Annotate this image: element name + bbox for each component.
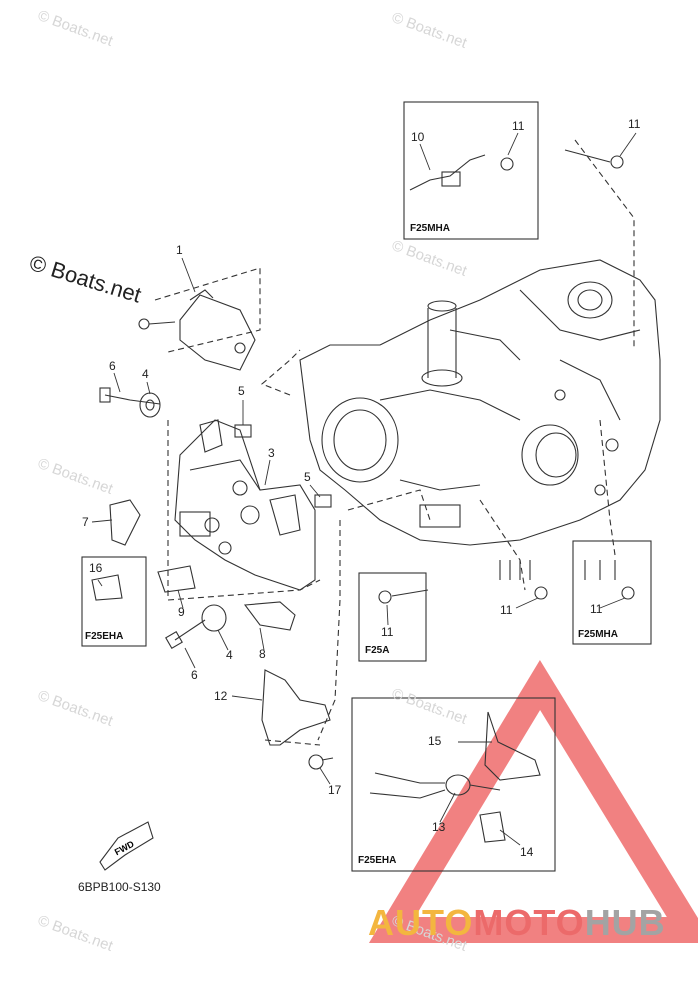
part-1-unit	[138, 289, 256, 371]
part-callout-7: 7	[82, 515, 89, 529]
part-8-clamp	[243, 601, 296, 631]
leader-lines	[91, 132, 637, 846]
part-callout-5: 5	[238, 384, 245, 398]
brand-part-auto: AUTO	[368, 902, 474, 943]
fwd-arrow	[99, 821, 154, 871]
part-5-collar-mid	[314, 494, 332, 508]
part-callout-3: 3	[268, 446, 275, 460]
part-callout-15: 15	[428, 734, 442, 748]
part-callout-1: 1	[176, 243, 183, 257]
model-label-right: F25MHA	[578, 629, 619, 640]
inset-box-left	[81, 556, 147, 647]
part-15-bracket	[484, 711, 541, 781]
bracket-assembly	[174, 419, 316, 591]
part-13-sensor	[369, 772, 501, 799]
brand-logo-text: AUTOMOTOHUB	[368, 902, 666, 944]
part-4-grommet-bottom	[201, 604, 227, 632]
part-callout-6: 6	[109, 359, 116, 373]
inset-box-right	[572, 540, 652, 645]
part-callout-11: 11	[590, 602, 603, 616]
model-label-bottom: F25EHA	[358, 855, 397, 866]
part-callout-11: 11	[628, 117, 641, 131]
brand-part-moto: MOTO	[473, 902, 585, 943]
part-7-clip	[109, 499, 141, 546]
part-callout-10: 10	[411, 130, 425, 144]
part-callout-11: 11	[512, 119, 525, 133]
brand-part-hub: HUB	[584, 902, 666, 943]
model-label-top: F25MHA	[410, 223, 451, 234]
part-callout-9: 9	[178, 605, 185, 619]
part-9-holder	[157, 565, 196, 593]
part-callout-4: 4	[142, 367, 149, 381]
inset-box-top	[403, 101, 539, 240]
part-callout-6: 6	[191, 668, 198, 682]
part-callout-14: 14	[520, 845, 534, 859]
part-5-collar-top	[234, 424, 252, 438]
part-callout-17: 17	[328, 783, 342, 797]
part-callout-13: 13	[432, 820, 446, 834]
diagram-code: 6BPB100-S130	[78, 880, 161, 894]
part-callout-5: 5	[304, 470, 311, 484]
part-4-grommet-top	[139, 392, 161, 418]
part-16-clip	[91, 574, 123, 601]
part-callout-11: 11	[381, 625, 394, 639]
engine-block	[299, 259, 661, 546]
part-callout-12: 12	[214, 689, 228, 703]
brand-triangle-logo	[368, 659, 698, 943]
part-6-bolt-top	[99, 387, 161, 405]
part-12-bracket	[261, 669, 331, 746]
inset-box-middle	[358, 572, 427, 662]
part-callout-4: 4	[226, 648, 233, 662]
part-6-bolt-bottom	[174, 619, 206, 641]
part-callout-16: 16	[89, 561, 103, 575]
part-callout-11: 11	[500, 603, 513, 617]
model-label-middle: F25A	[365, 645, 390, 656]
inset-box-bottom	[351, 697, 556, 872]
part-14-clip	[479, 811, 506, 843]
part-callout-8: 8	[259, 647, 266, 661]
part-17-screw	[308, 754, 334, 770]
model-label-left: F25EHA	[85, 631, 124, 642]
part-10-wire	[409, 154, 486, 191]
